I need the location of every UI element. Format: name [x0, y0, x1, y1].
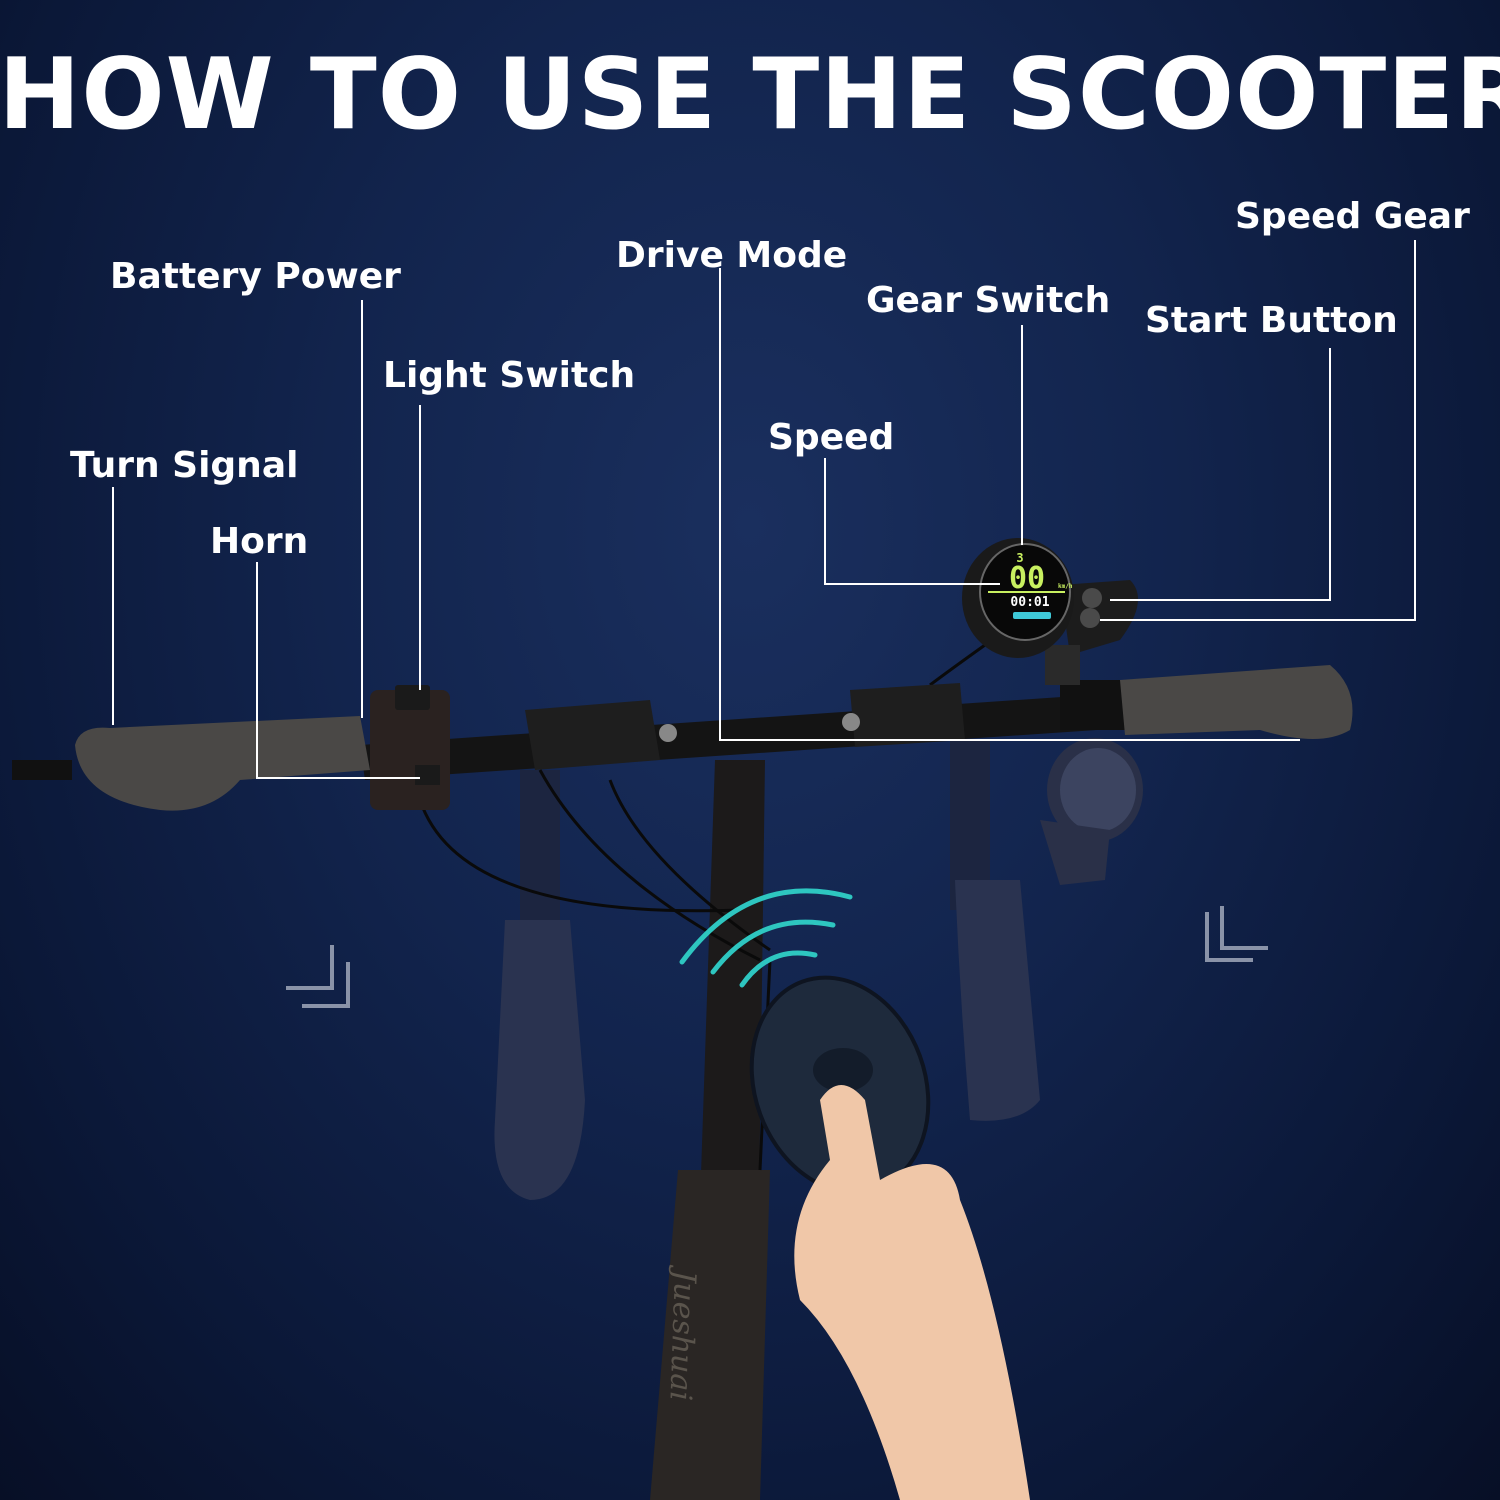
speed-unit: km/h: [1058, 583, 1073, 590]
remote-key-fob[interactable]: [723, 953, 1030, 1500]
brand-logo: Jueshuai: [662, 1264, 702, 1402]
label-start-button: Start Button: [1145, 300, 1398, 341]
label-gear-switch: Gear Switch: [866, 280, 1110, 321]
decor-arrows: [286, 906, 1268, 1008]
horn-button-icon: [415, 765, 440, 785]
gear-indicator: 3: [1016, 551, 1023, 565]
remote-signal-icon: [679, 888, 853, 988]
scooter-stem: Jueshuai: [650, 760, 770, 1500]
label-speed: Speed: [768, 417, 894, 458]
label-speed-gear: Speed Gear: [1235, 196, 1470, 237]
handlebar: [12, 665, 1353, 811]
time-readout: 00:01: [1010, 595, 1049, 610]
speed-display: 3 00 km/h 00:01: [962, 538, 1138, 685]
label-drive-mode: Drive Mode: [616, 235, 847, 276]
battery-bar: [1013, 612, 1051, 619]
label-horn: Horn: [210, 521, 308, 562]
label-battery-power: Battery Power: [110, 256, 401, 297]
hand: [794, 1085, 1030, 1500]
label-turn-signal: Turn Signal: [70, 445, 298, 486]
start-button-icon[interactable]: [1082, 588, 1102, 608]
speed-readout: 00: [1009, 561, 1045, 596]
page-title: HOW TO USE THE SCOOTER: [0, 38, 1500, 152]
label-light-switch: Light Switch: [383, 355, 635, 396]
leader-lines: [112, 240, 1416, 779]
folded-grips: [494, 738, 1143, 1200]
speed-gear-button-icon[interactable]: [1080, 608, 1100, 628]
light-switch-icon: [395, 685, 430, 710]
